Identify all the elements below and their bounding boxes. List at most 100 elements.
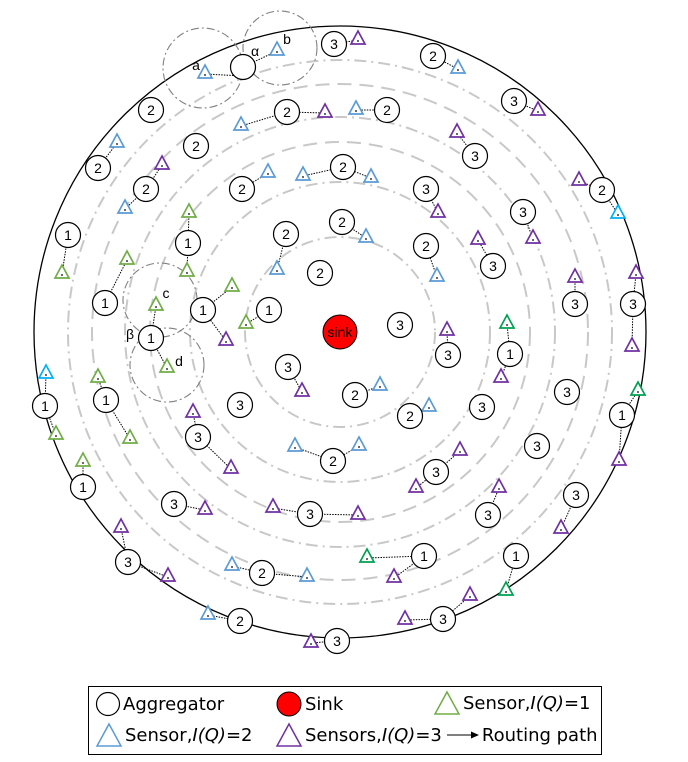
sensor-iq1-icon [53, 263, 71, 279]
aggregator-icon [273, 98, 301, 126]
sensor-iq2-icon [362, 167, 380, 183]
aggregator-node: 1 [54, 221, 82, 249]
aggregator-icon [619, 290, 647, 318]
aggregator-level-label: 1 [420, 548, 428, 564]
sensor-dot [635, 274, 637, 276]
legend: Aggregator Sink Sensor,I(Q)=1 Sensor,I(Q… [88, 686, 602, 755]
sensor-dot [188, 213, 190, 215]
sensor-iq1-icon [433, 690, 461, 715]
aggregator-icon [412, 232, 440, 260]
sensor-dot [301, 392, 303, 394]
sensor-iq3-icon [469, 229, 487, 245]
aggregator-level-label: 3 [484, 507, 492, 523]
aggregator-node: 2 [328, 208, 356, 236]
sensor-dot [276, 51, 278, 53]
layer-sensors [37, 29, 647, 648]
aggregator-level-label: 3 [124, 554, 132, 570]
aggregator-node: 3 [500, 87, 528, 115]
aggregator-icon [328, 208, 356, 236]
sensor-iq3-icon [316, 102, 334, 118]
aggregator-node: 2 [588, 176, 616, 204]
aggregator-node: 3 [429, 605, 457, 633]
sensor-dot [302, 176, 304, 178]
aggregator-node: 3 [461, 142, 489, 170]
aggregator-icon [373, 96, 401, 124]
sensor-dot [166, 368, 168, 370]
coverage-circle-2 [242, 10, 318, 86]
sensor-dot [129, 439, 131, 441]
aggregator-icon [31, 392, 59, 420]
annotation-label: b [283, 31, 291, 47]
sensor-iq2-icon [286, 436, 304, 452]
sensor-iq2-icon [232, 115, 250, 131]
aggregator-icon [84, 154, 112, 182]
routing-path [286, 111, 326, 114]
sensor-iq3-icon [429, 202, 447, 218]
aggregator-icon [272, 220, 300, 248]
sensor-iq1-icon [89, 367, 107, 383]
aggregator-node: 2 [132, 175, 160, 203]
aggregator-node: 2 [226, 607, 254, 635]
routing-path [202, 309, 227, 342]
aggregator-level-label: 1 [41, 398, 49, 414]
aggregator-node: 2 [396, 402, 424, 430]
aggregator-node: 2 [412, 232, 440, 260]
sensor-iq1-icon [147, 295, 165, 311]
sensor-iq3-icon [627, 263, 645, 279]
aggregator-icon [319, 447, 347, 475]
aggregator-node: 3 [160, 490, 188, 518]
aggregator-node: 1 [189, 296, 217, 324]
aggregator-node: 3 [561, 290, 589, 318]
sensor-iq2-icon [298, 566, 316, 582]
aggregator-icon [323, 627, 351, 655]
aggregator-icon [306, 259, 334, 287]
aggregator-node: 1 [608, 401, 636, 429]
sensor-iq3-icon [448, 122, 466, 138]
sensor-dot [126, 260, 128, 262]
aggregator-icon [228, 175, 256, 203]
sensor-dot [186, 272, 188, 274]
aggregator-icon [553, 378, 581, 406]
sensor-dot [358, 446, 360, 448]
sensor-dot [477, 240, 479, 242]
aggregator-icon [468, 393, 496, 421]
aggregator-node: 2 [272, 220, 300, 248]
aggregator-icon [160, 490, 188, 518]
sensor-iq3-icon [490, 477, 508, 493]
routing-path [204, 73, 244, 77]
sensor-iq2-icon [268, 40, 286, 56]
aggregator-node: 3 [320, 30, 348, 58]
aggregator-node: 2 [228, 175, 256, 203]
sensor-iq2-icon [449, 58, 467, 74]
legend-label-sensor-iq3: Sensors,I(Q)=3 [305, 724, 442, 746]
hop-ring-5 [91, 83, 589, 581]
aggregator-icon [429, 605, 457, 633]
aggregator-icon [329, 153, 357, 181]
hop-ring-6 [67, 59, 613, 605]
aggregator-icon [114, 548, 142, 576]
legend-item-sensor-iq1: Sensor,I(Q)=1 [433, 690, 591, 716]
aggregator-level-label: 1 [199, 302, 207, 318]
sensor-dot [116, 143, 118, 145]
routing-path [287, 366, 303, 393]
sensor-dot [631, 347, 633, 349]
aggregator-node: 3 [296, 500, 324, 528]
aggregator-level-label: 1 [79, 479, 87, 495]
routing-path [302, 166, 344, 177]
sensor-iq1-icon [629, 380, 647, 396]
aggregator-icon [562, 481, 590, 509]
aggregator-level-label: 3 [572, 487, 580, 503]
aggregator-icon [182, 132, 210, 160]
aggregator-icon [386, 311, 414, 339]
sensor-iq3-icon [302, 632, 320, 648]
aggregator-node: 2 [137, 96, 165, 124]
sensor-iq3-icon [222, 458, 240, 474]
sensor-iq2-icon [357, 227, 375, 243]
legend-label-sink: Sink [305, 693, 344, 715]
sensor-iq3-icon [529, 100, 547, 116]
aggregator-level-label: 1 [512, 548, 520, 564]
sensor-dot [532, 239, 534, 241]
sensor-iq3-icon [492, 367, 510, 383]
sensor-iq1-icon [178, 261, 196, 277]
sensor-dot [404, 620, 406, 622]
